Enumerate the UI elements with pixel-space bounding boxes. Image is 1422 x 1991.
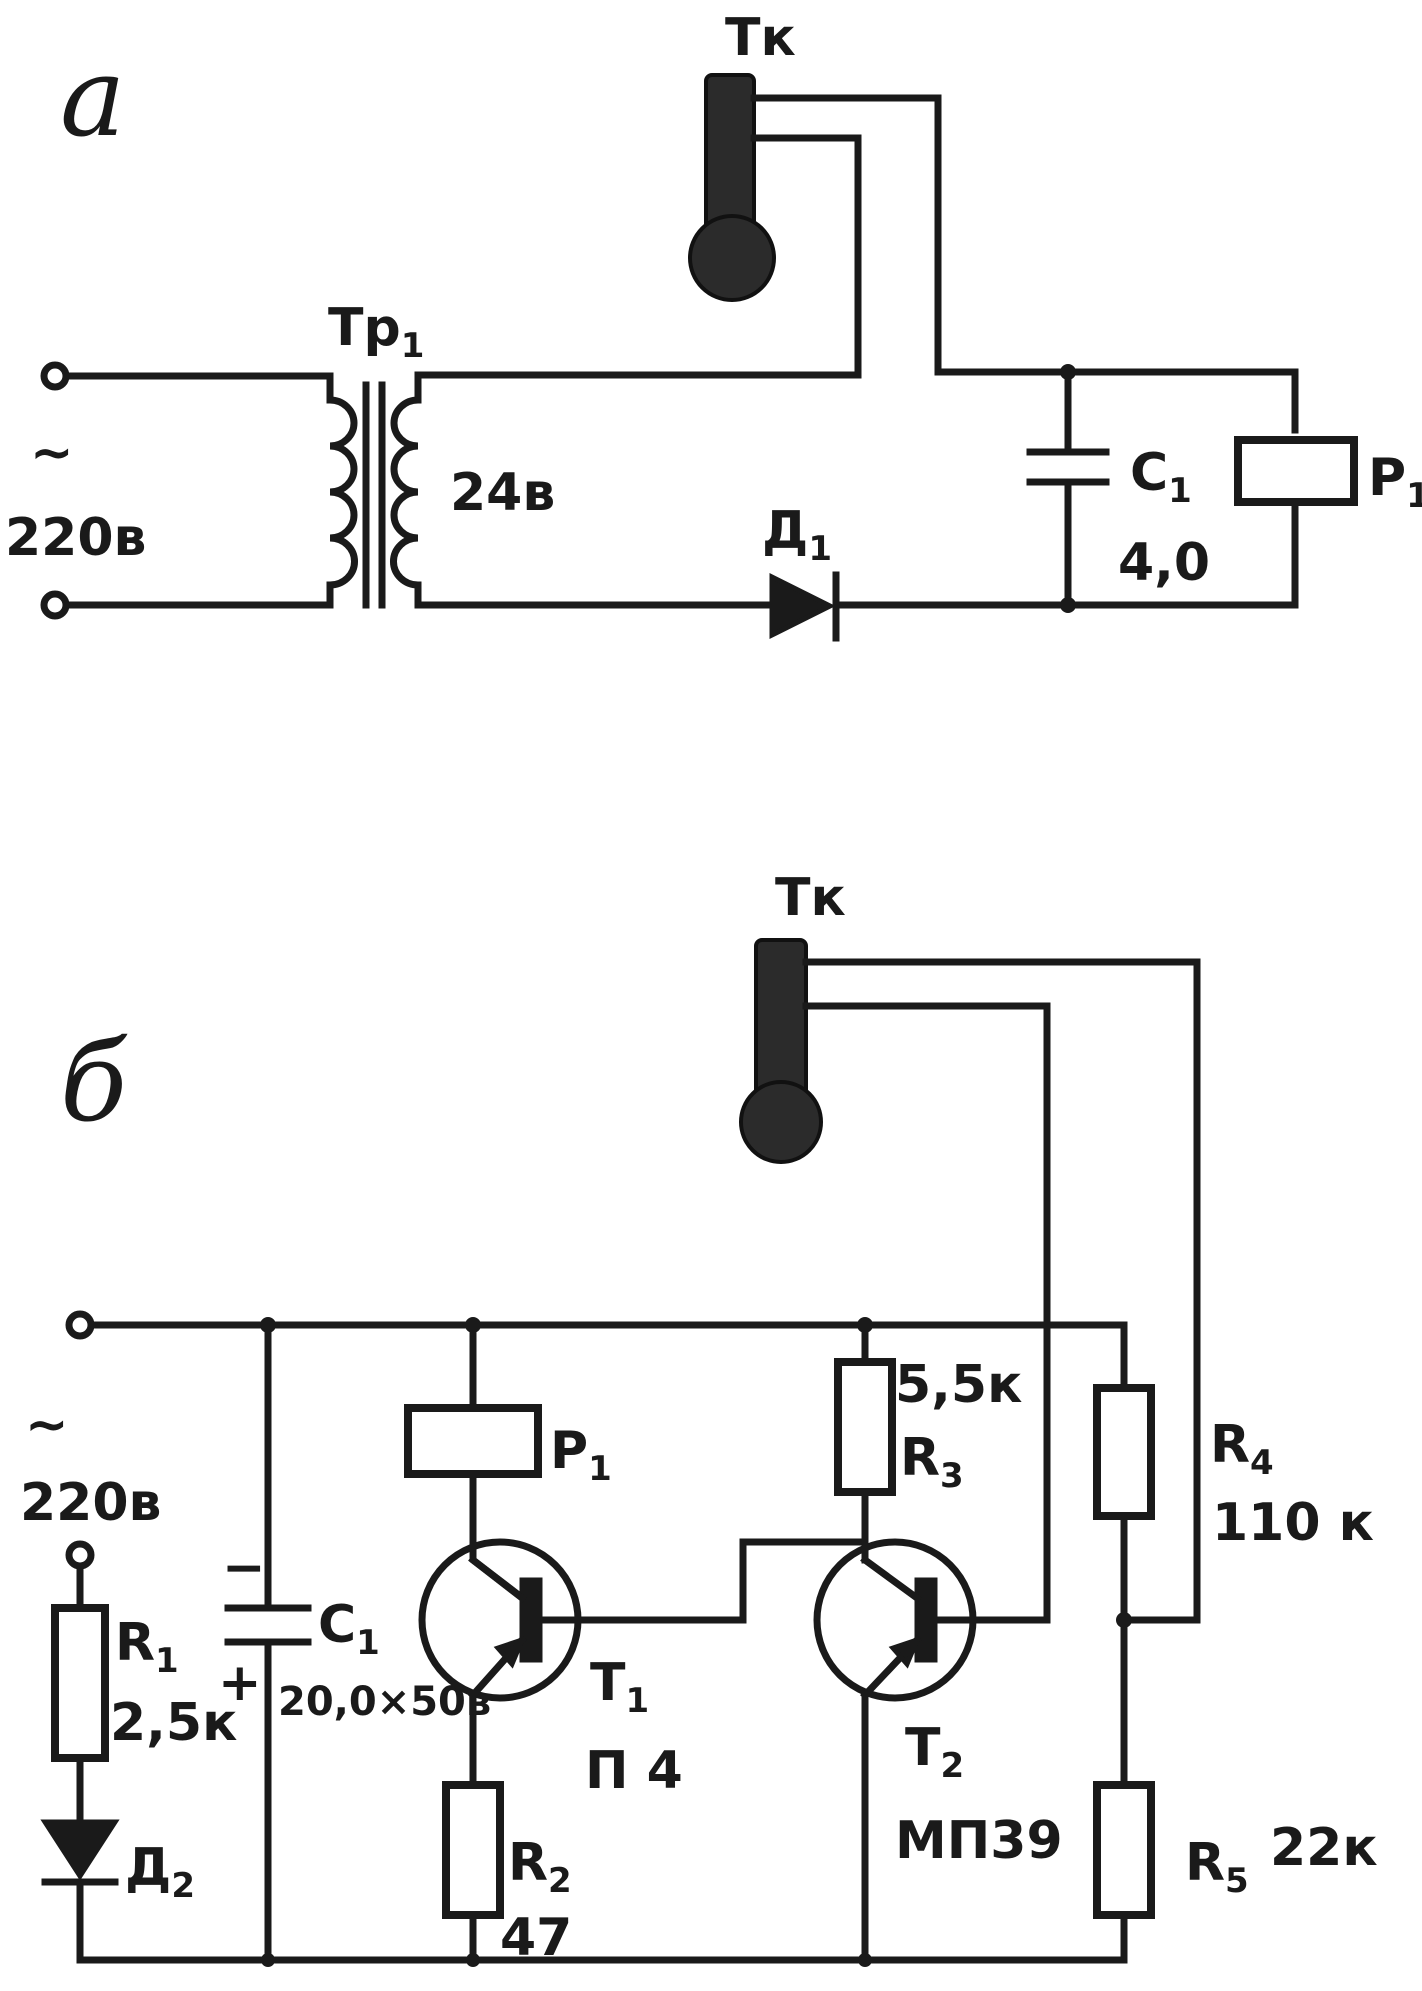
wire-a-primary-top: [62, 372, 334, 404]
resistor-r2: [442, 1781, 504, 1919]
resistor-r5-value: 22к: [1270, 1818, 1378, 1878]
thermometer-b: [739, 938, 823, 1164]
transformer-secondary-voltage: 24в: [450, 463, 555, 523]
wire-a-secondary-bottom: [414, 581, 776, 609]
diode-d1: [769, 571, 840, 642]
wire-a-secondary-top: [414, 371, 862, 404]
input-voltage-a: 220в: [5, 508, 146, 568]
panel-label-b: б: [60, 1018, 128, 1146]
transformer-primary-coil: [326, 396, 358, 589]
resistor-r4: [1093, 1384, 1155, 1520]
diode-d2-label: Д2: [125, 1838, 195, 1906]
transformer-secondary-coil: [390, 396, 422, 589]
input-tilde-a: ~: [30, 423, 74, 483]
wire-a-primary-bottom: [62, 581, 334, 609]
wire-thermo-a-lower: [750, 134, 862, 379]
diagram-a: а Тк Тр1 24в ~ 220в Д1: [5, 8, 1422, 642]
transformer-label: Тр1: [328, 298, 424, 366]
wire-b-top-rail: [87, 1321, 1128, 1392]
resistor-r1-label: R1: [115, 1613, 179, 1681]
capacitor-c1-b-minus: −: [222, 1538, 266, 1598]
resistor-r3-value: 5,5к: [895, 1355, 1022, 1415]
input-voltage-b: 220в: [20, 1473, 161, 1533]
junction-b-bottom-r2: [466, 1953, 480, 1967]
capacitor-c1-b-plus: +: [218, 1653, 262, 1713]
input-tilde-b: ~: [25, 1395, 69, 1455]
capacitor-c1-label: С1: [1130, 443, 1192, 511]
capacitor-c1-b-label: С1: [318, 1595, 380, 1663]
resistor-r3: [834, 1358, 896, 1496]
resistor-r3-label: R3: [900, 1428, 964, 1496]
relay-p1-b: [404, 1404, 542, 1478]
wire-thermo-b-upper: [802, 958, 1201, 1624]
wire-thermo-b-lower: [802, 1002, 1051, 1624]
junction-a-bottom: [1060, 597, 1076, 613]
transistor-t2-type: МП39: [895, 1811, 1063, 1871]
resistor-r2-label: R2: [508, 1833, 572, 1901]
junction-a-top: [1060, 364, 1076, 380]
diode-d1-label: Д1: [762, 501, 832, 569]
thermometer-a-label: Тк: [725, 8, 796, 68]
diagram-b: б Тк ~ 220в R1 2,5к Д: [20, 868, 1378, 1968]
transistor-t2-label: Т2: [905, 1718, 964, 1786]
resistor-r5: [1093, 1781, 1155, 1919]
thermometer-a: [688, 73, 776, 302]
thermometer-b-label: Тк: [775, 868, 846, 928]
junction-b-bottom-t2: [858, 1953, 872, 1967]
resistor-r1: [51, 1604, 109, 1762]
wire-b-t1-base-to-t2-collector: [536, 1538, 869, 1624]
capacitor-c1-value: 4,0: [1118, 533, 1210, 593]
transistor-t1-label: Т1: [590, 1653, 649, 1721]
panel-label-a: а: [60, 33, 126, 161]
resistor-r4-value: 110 к: [1212, 1493, 1374, 1553]
resistor-r5-label: R5: [1185, 1833, 1249, 1901]
resistor-r1-value: 2,5к: [110, 1693, 237, 1753]
junction-b-bottom-c1: [261, 1953, 275, 1967]
diode-d2: [40, 1819, 120, 1886]
relay-p1-a: [1234, 436, 1358, 506]
wire-a-diode-to-relay: [832, 501, 1299, 609]
resistor-r2-value: 47: [500, 1908, 572, 1968]
resistor-r4-label: R4: [1210, 1415, 1274, 1483]
relay-p1-b-label: Р1: [550, 1421, 612, 1489]
transistor-t1: [418, 1538, 582, 1702]
transistor-t1-type: П 4: [585, 1741, 683, 1801]
junction-b-r4-r5: [1116, 1612, 1132, 1628]
relay-p1-a-label: Р1: [1368, 448, 1422, 516]
wire-thermo-a-upper: [750, 94, 1299, 434]
